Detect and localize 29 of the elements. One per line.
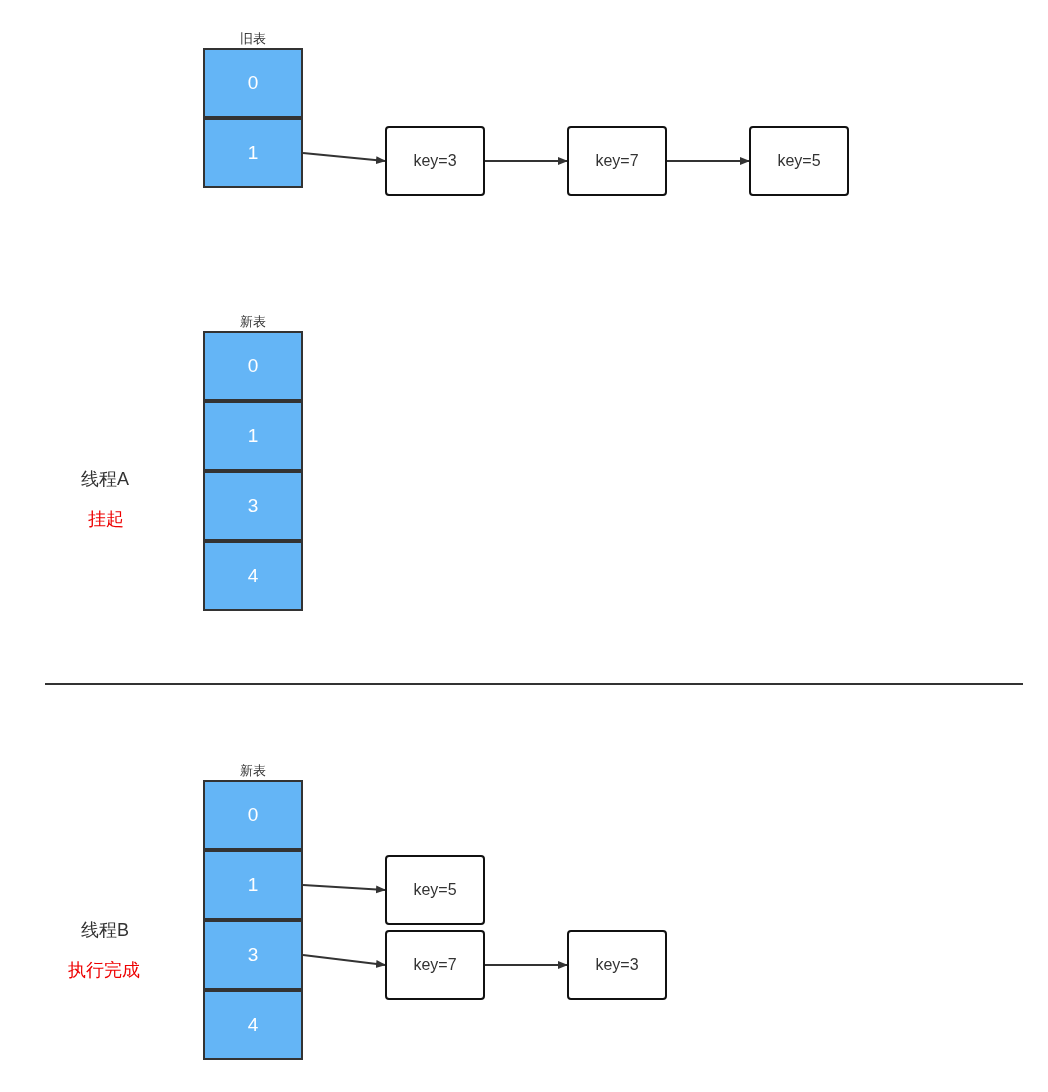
table-slot: 3 xyxy=(203,920,303,990)
arrow xyxy=(484,157,568,165)
list-node-box: key=3 xyxy=(567,930,667,1000)
list-node-box: key=3 xyxy=(385,126,485,196)
table-slot: 1 xyxy=(203,401,303,471)
arrow xyxy=(484,961,568,969)
table-slot: 0 xyxy=(203,780,303,850)
arrow xyxy=(302,954,386,968)
table-slot: 0 xyxy=(203,48,303,118)
list-node-box: key=7 xyxy=(567,126,667,196)
thread-state-label: 挂起 xyxy=(88,508,124,530)
arrow xyxy=(666,157,750,165)
list-node-box: key=5 xyxy=(385,855,485,925)
table-slot: 3 xyxy=(203,471,303,541)
table-heading: 旧表 xyxy=(239,30,267,48)
list-node-box: key=5 xyxy=(749,126,849,196)
thread-state-label: 执行完成 xyxy=(68,959,140,981)
table-slot: 4 xyxy=(203,990,303,1060)
arrow xyxy=(302,152,386,165)
thread-label: 线程A xyxy=(81,468,129,490)
table-heading: 新表 xyxy=(239,313,267,331)
table-heading: 新表 xyxy=(239,762,267,780)
list-node-box: key=7 xyxy=(385,930,485,1000)
table-slot: 4 xyxy=(203,541,303,611)
table-slot: 1 xyxy=(203,850,303,920)
thread-label: 线程B xyxy=(81,919,129,941)
table-slot: 0 xyxy=(203,331,303,401)
arrow xyxy=(302,884,386,894)
table-slot: 1 xyxy=(203,118,303,188)
